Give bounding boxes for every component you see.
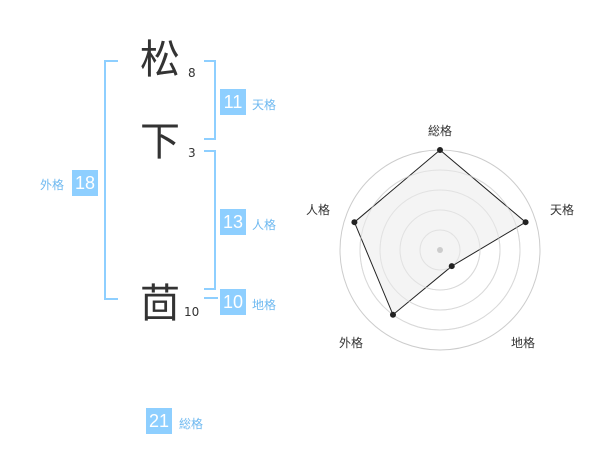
- radar-center-point: [437, 247, 443, 253]
- radar-axis-label-tenkaku: 天格: [550, 203, 575, 217]
- radar-axis-label-chikaku: 地格: [511, 336, 536, 350]
- name-char-3: 茴: [140, 281, 180, 327]
- radar-grid-ring-overlay-3: [379, 189, 501, 311]
- chikaku-label: 地格: [252, 298, 277, 312]
- radar-point-4: [389, 311, 396, 318]
- stroke-count-1: 8: [188, 66, 196, 80]
- radar-data-polygon: [353, 149, 527, 316]
- radar-point-5: [351, 219, 358, 226]
- jinkaku-bracket: [204, 150, 216, 290]
- gaikaku-badge: 18: [72, 170, 98, 196]
- radar-chart: [339, 147, 541, 351]
- soukaku-badge: 21: [146, 408, 172, 434]
- stroke-count-3: 10: [184, 305, 200, 319]
- gaikaku-bracket: [104, 60, 118, 300]
- gaikaku-label: 外格: [40, 178, 65, 192]
- radar-point-2: [522, 219, 529, 226]
- radar-grid-ring-overlay-1: [419, 229, 461, 271]
- radar-grid-ring-overlay-2: [399, 209, 481, 291]
- stroke-count-2: 3: [188, 146, 196, 160]
- tenkaku-badge: 11: [220, 89, 246, 115]
- name-char-1: 松: [140, 37, 180, 83]
- soukaku-label: 総格: [179, 417, 204, 431]
- tenkaku-bracket: [204, 60, 216, 140]
- radar-axis-label-jinkaku: 人格: [306, 203, 331, 217]
- name-char-2: 下: [140, 119, 180, 165]
- radar-grid-ring-overlay-4: [359, 169, 521, 331]
- radar-axis-label-gaikaku: 外格: [339, 336, 364, 350]
- jinkaku-label: 人格: [252, 218, 277, 232]
- radar-point-3: [448, 263, 455, 270]
- chikaku-badge: 10: [220, 289, 246, 315]
- radar-axis-label-soukaku: 総格: [428, 124, 453, 138]
- radar-point-1: [437, 147, 443, 153]
- tenkaku-label: 天格: [252, 98, 277, 112]
- chikaku-connector: [204, 297, 218, 299]
- jinkaku-badge: 13: [220, 209, 246, 235]
